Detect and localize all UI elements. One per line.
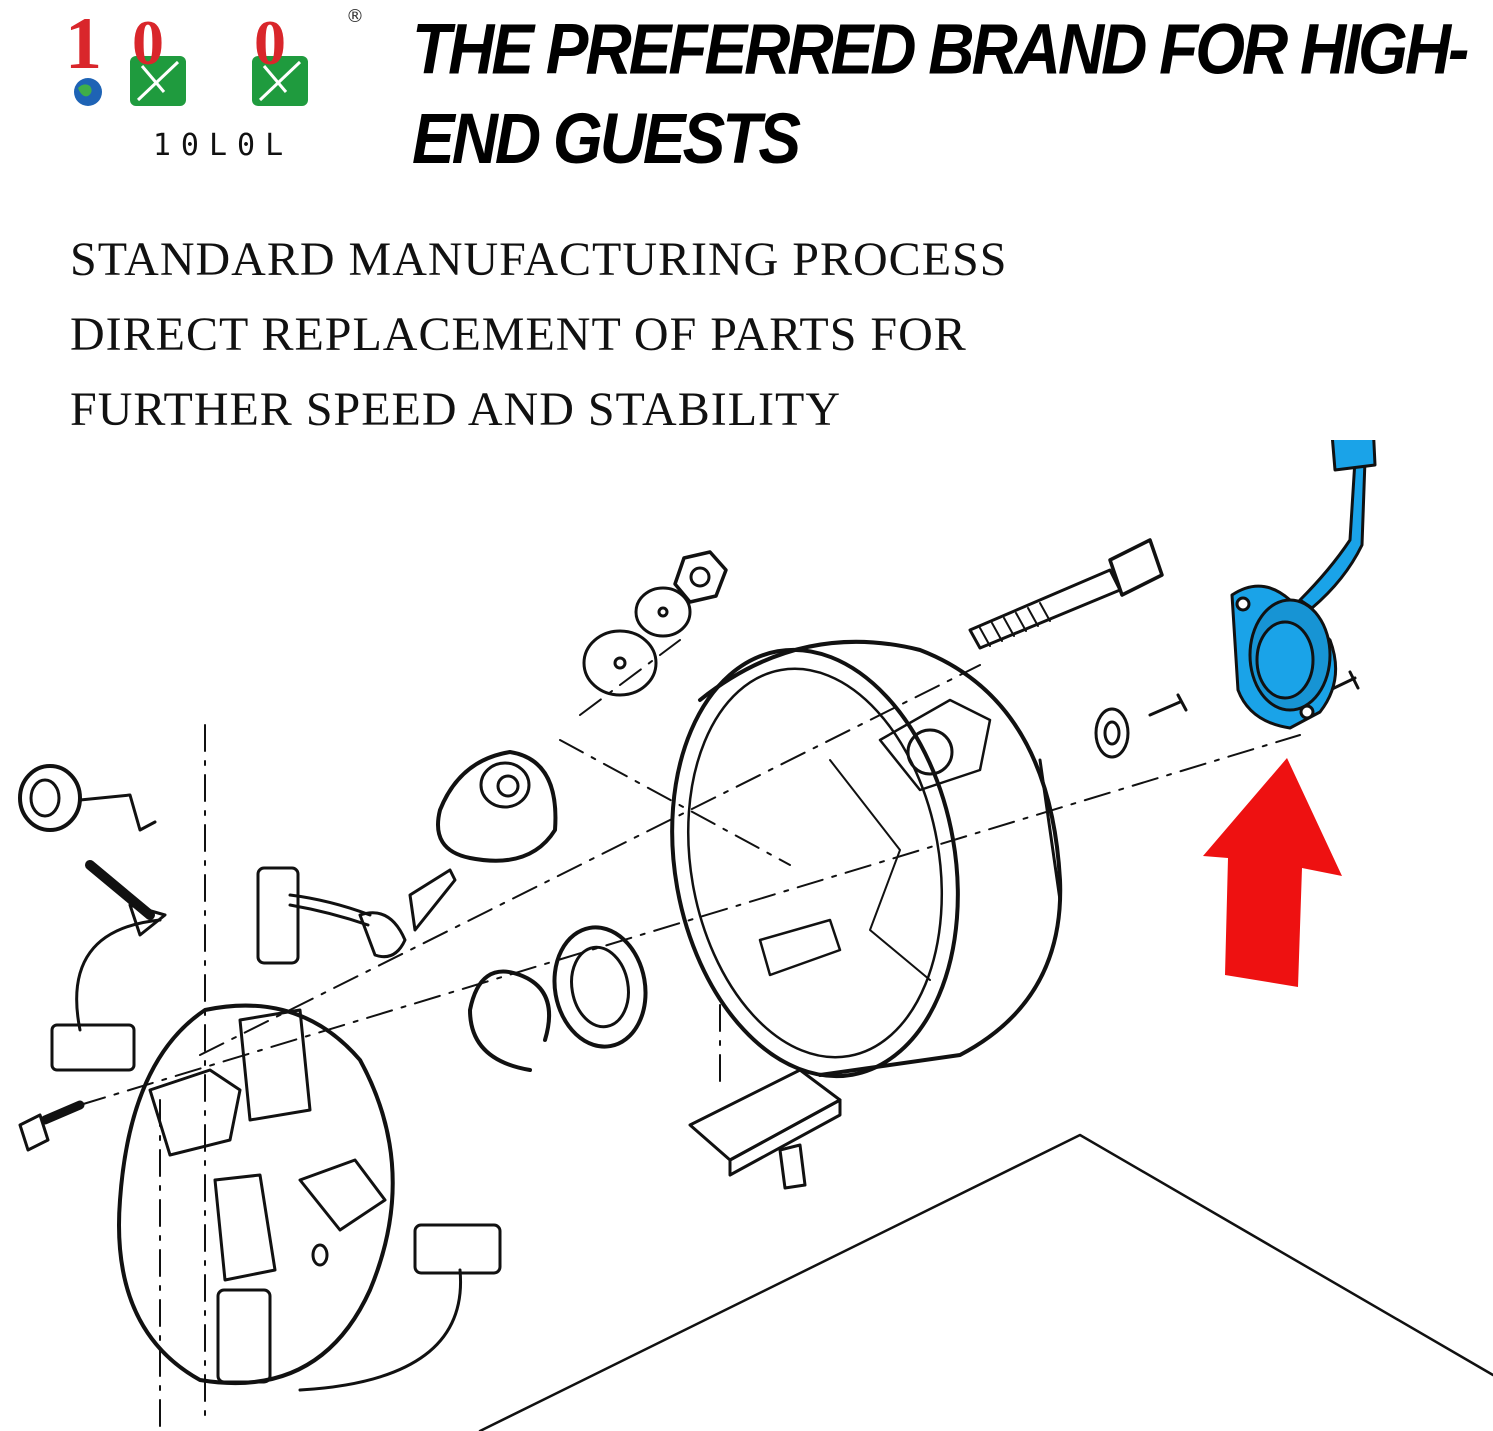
side-screw — [18, 1100, 85, 1152]
base-plate — [478, 1133, 1493, 1431]
registered-mark: ® — [346, 6, 364, 27]
pointer-arrow-icon — [1203, 758, 1342, 987]
speed-sensor — [1230, 440, 1377, 730]
brush-right — [413, 1223, 502, 1275]
feature-line-3: FURTHER SPEED AND STABILITY — [70, 383, 841, 436]
feature-line-1: STANDARD MANUFACTURING PROCESS — [70, 233, 1008, 286]
terminal-stud — [288, 868, 457, 959]
sensor-cable — [1298, 458, 1367, 610]
brush-holder-plate — [117, 1003, 395, 1385]
snap-ring — [468, 969, 552, 1072]
logo-block-2: 0 — [252, 7, 308, 106]
brush-lead — [75, 918, 463, 1392]
logo-block-1: 0 — [130, 7, 186, 106]
terminal-cap — [436, 750, 558, 863]
through-bolt — [968, 538, 1164, 650]
bearing — [552, 925, 648, 1049]
brush-bottom — [216, 1288, 272, 1384]
motor-housing — [670, 639, 1063, 1079]
logo-digit-zero-1: 0 — [132, 7, 164, 78]
washer-stack — [582, 550, 728, 697]
feature-line-2: DIRECT REPLACEMENT OF PARTS FOR — [70, 308, 967, 361]
brush-screw — [85, 860, 167, 937]
brush-left — [50, 1023, 136, 1072]
logo-digit-one: 1 — [65, 3, 102, 85]
brush-top — [256, 866, 300, 965]
brush-spring — [18, 764, 157, 832]
logo-digit-zero-2: 0 — [254, 7, 286, 78]
sensor-connector — [1330, 440, 1377, 472]
small-screw — [1148, 693, 1188, 717]
globe-land — [78, 84, 92, 97]
end-bearing — [1094, 707, 1130, 759]
headline: THE PREFERRED BRAND FOR HIGH-END GUESTS — [412, 8, 1469, 179]
cover-plate — [688, 1068, 842, 1190]
assembly-center-lines — [79, 639, 1301, 1431]
brand-logo: 1 0 0 ® — [65, 3, 364, 106]
brand-caption: 10L0L — [152, 128, 294, 163]
exploded-parts-diagram — [18, 440, 1493, 1431]
